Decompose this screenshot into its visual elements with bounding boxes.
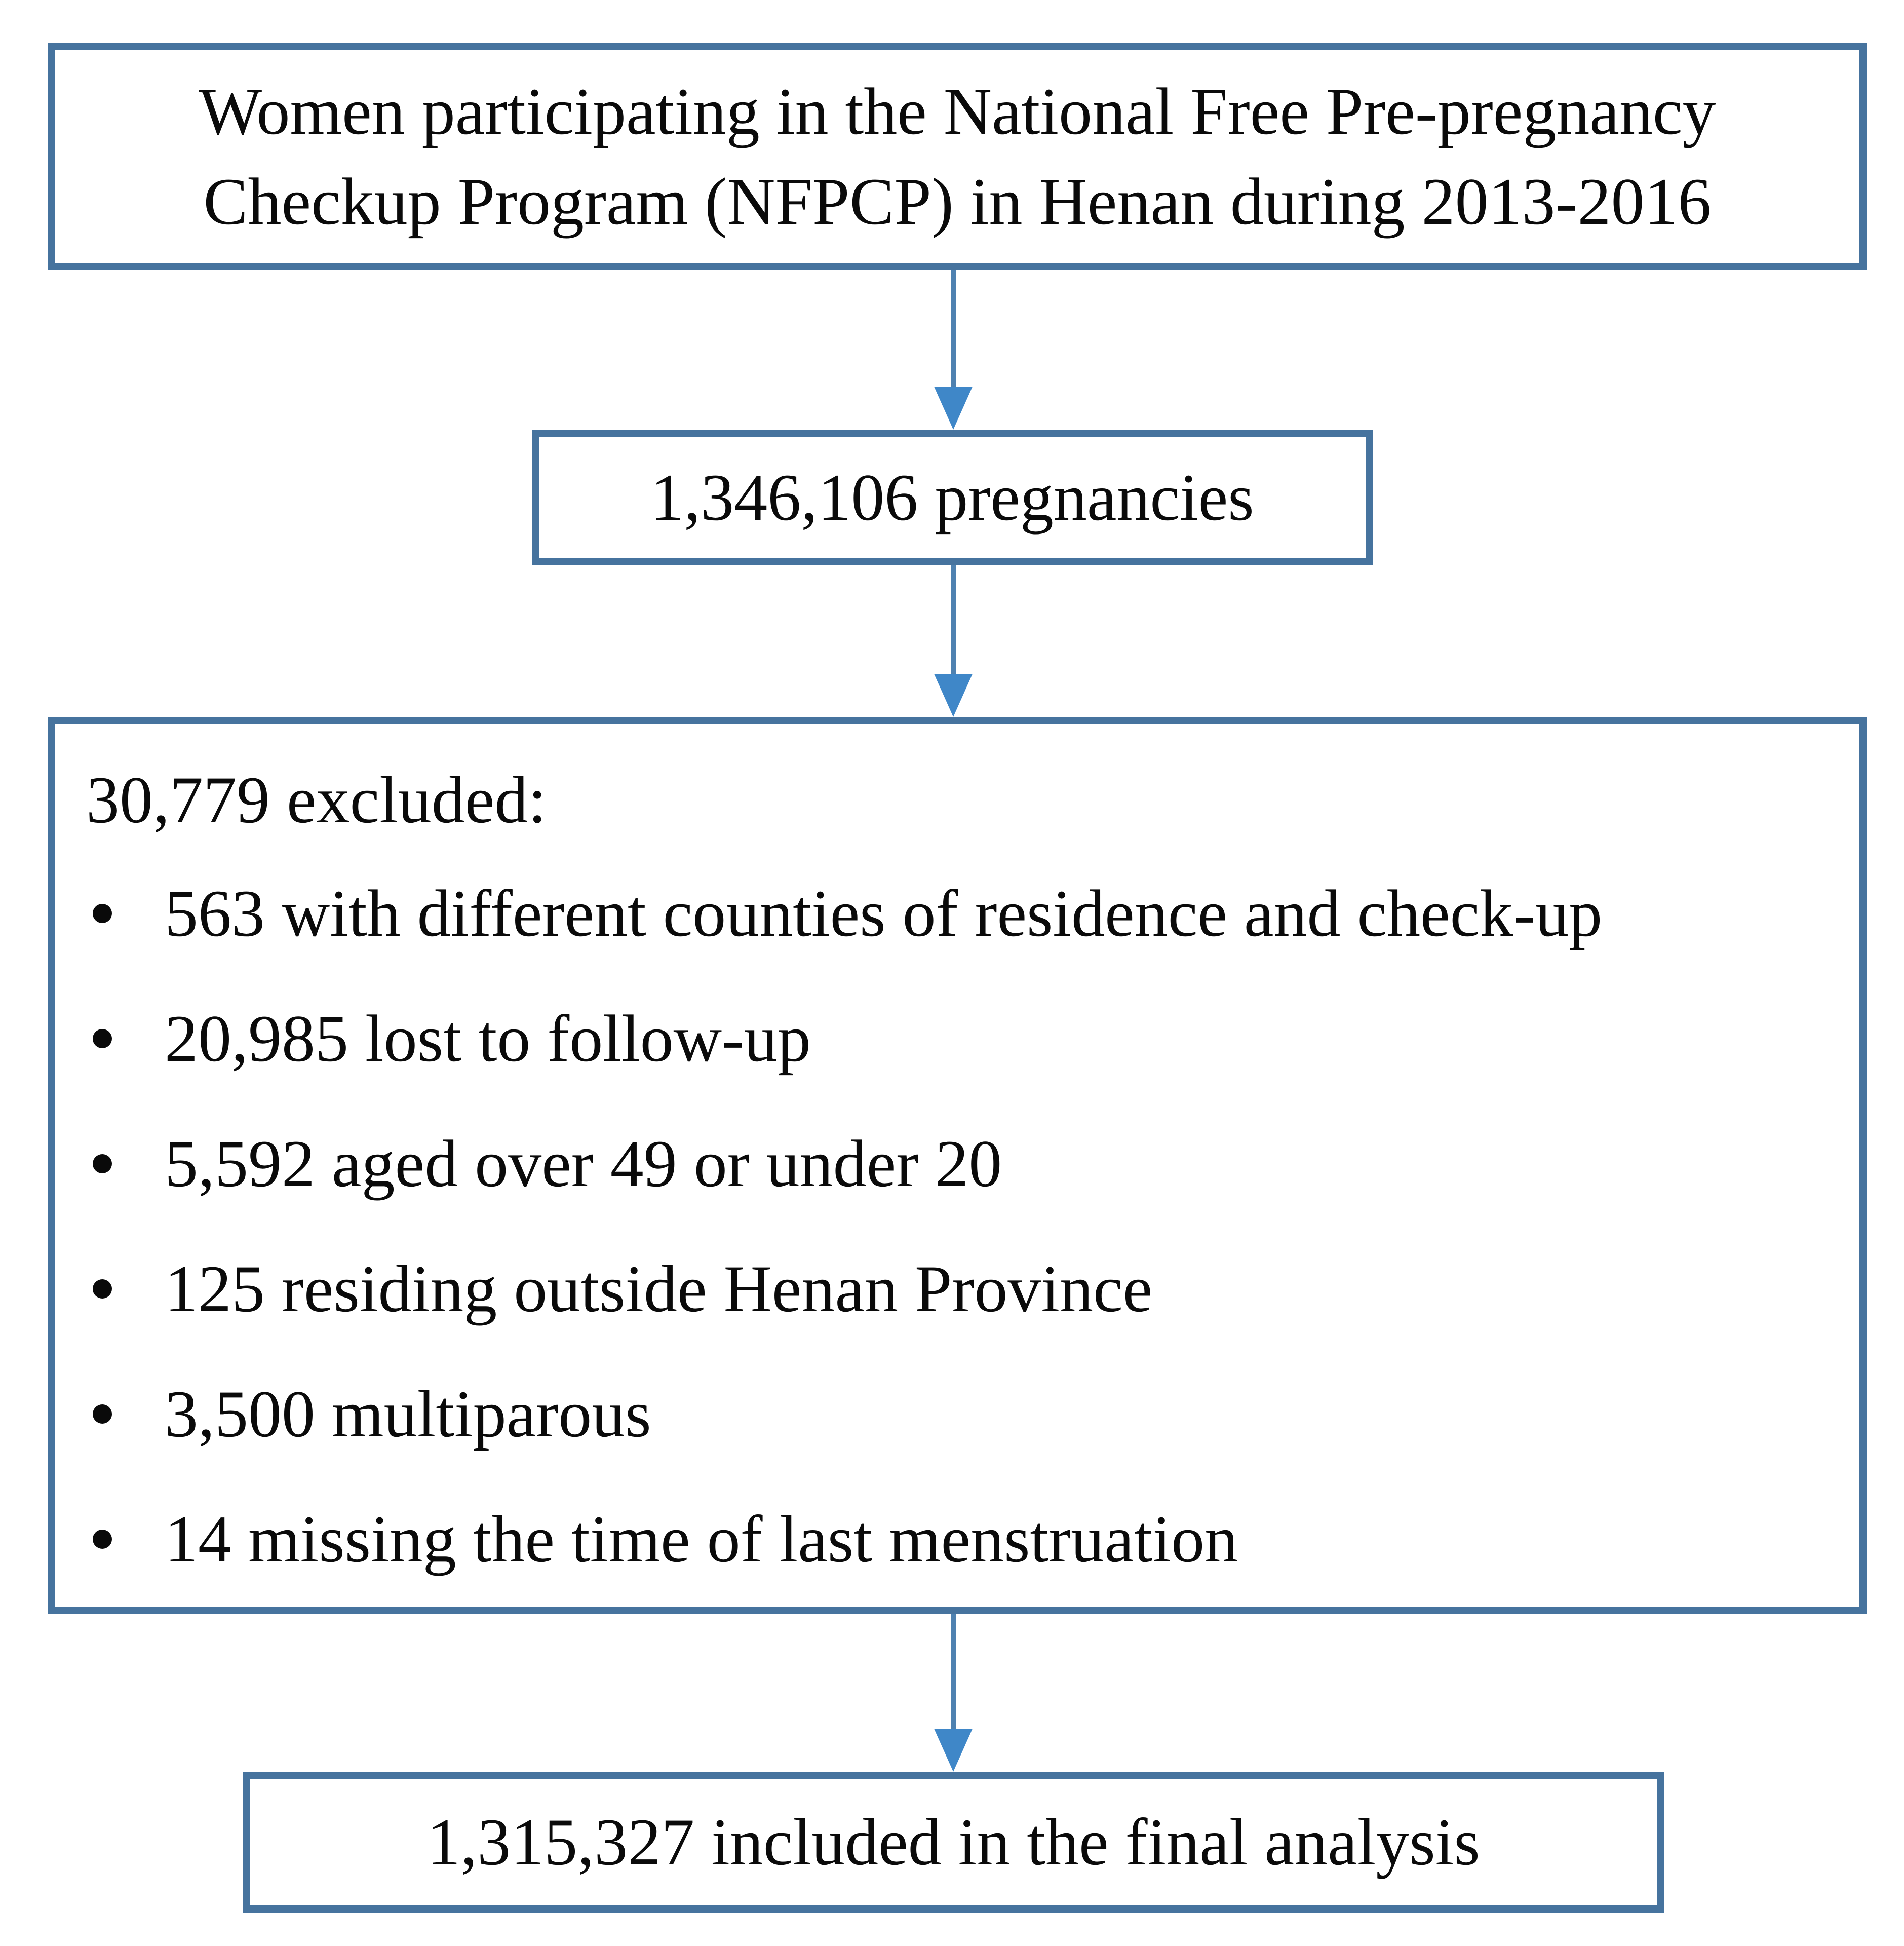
exclusion-item: 563 with different counties of residence… <box>55 851 1859 976</box>
bullet-dot-icon <box>93 903 112 923</box>
arrow-line <box>951 1614 956 1729</box>
exclusion-item: 5,592 aged over 49 or under 20 <box>55 1101 1859 1226</box>
bullet-dot-icon <box>93 1279 112 1299</box>
arrow-down-icon <box>934 674 973 717</box>
pregnancies-text: 1,346,106 pregnancies <box>650 460 1254 535</box>
title-line-2: Checkup Program (NFPCP) in Henan during … <box>203 164 1712 239</box>
final-analysis-text: 1,315,327 included in the final analysis <box>427 1805 1480 1879</box>
exclusion-item: 14 missing the time of last menstruation <box>55 1476 1859 1601</box>
bullet-dot-icon <box>93 1154 112 1173</box>
exclusion-item: 20,985 lost to follow-up <box>55 976 1859 1101</box>
exclusion-item: 3,500 multiparous <box>55 1351 1859 1476</box>
title-line-1: Women participating in the National Free… <box>199 74 1716 148</box>
bullet-dot-icon <box>93 1404 112 1424</box>
pregnancies-box: 1,346,106 pregnancies <box>532 430 1373 565</box>
final-analysis-box: 1,315,327 included in the final analysis <box>243 1772 1664 1913</box>
arrow-down-icon <box>934 1729 973 1772</box>
exclusion-item: 125 residing outside Henan Province <box>55 1226 1859 1351</box>
bullet-dot-icon <box>93 1028 112 1048</box>
arrow-down-icon <box>934 387 973 430</box>
exclusion-heading: 30,779 excluded: <box>86 762 547 837</box>
arrow-line <box>951 565 956 674</box>
flow-arrow-2 <box>934 565 973 717</box>
bullet-dot-icon <box>93 1529 112 1549</box>
flow-arrow-1 <box>934 270 973 430</box>
arrow-line <box>951 270 956 387</box>
exclusion-list: 563 with different counties of residence… <box>55 851 1859 1601</box>
flow-arrow-3 <box>934 1614 973 1772</box>
title-box: Women participating in the National Free… <box>48 43 1867 270</box>
exclusion-box: 30,779 excluded: 563 with different coun… <box>48 717 1867 1614</box>
